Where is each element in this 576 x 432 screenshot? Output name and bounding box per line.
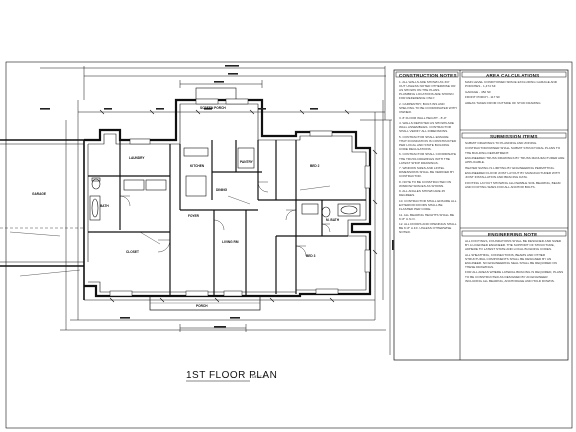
submission-item: ENGINEERED FLOOR JOIST LAYOUT BY MANUFAC… bbox=[465, 171, 560, 180]
construction-item: 6. CONTRACTOR SHALL COORDINATE THE TRUSS… bbox=[399, 152, 457, 165]
room-label-porch: PORCH bbox=[196, 304, 208, 308]
submission-item: ENGINEERED TRUSS DRAWINGS BY TRUSS MANUF… bbox=[465, 156, 565, 165]
construction-item: 2. CARPENTRY, BUILT-INS AND SHELVING TO … bbox=[399, 101, 457, 115]
room-label-dining: DINING bbox=[216, 188, 228, 192]
construction-item: 7. WINDOW SIZES AND LINTEL DIMENSIONS SH… bbox=[399, 166, 455, 179]
sheet-border bbox=[5, 61, 573, 429]
rear-stoop bbox=[195, 87, 237, 101]
construction-notes-body: 1. ALL WALLS ARE SHOWN AS 3/4" OUT UNLES… bbox=[399, 80, 457, 358]
room-label-laundry: LAUNDRY bbox=[129, 156, 145, 160]
leader-lines bbox=[9, 185, 331, 277]
room-label-bed2: BED 2 bbox=[310, 164, 320, 168]
room-label-pantry: PANTRY bbox=[240, 160, 253, 164]
construction-item: 10. CONTRACTOR SHALL ENSURE ALL EXTERIOR… bbox=[399, 198, 457, 212]
area-item: AREAS TAKEN FROM OUTSIDE OF STUD FRAMING bbox=[465, 100, 541, 105]
submission-item: HEATER SIZING IS LIMITING BY ENGINEERING… bbox=[465, 165, 555, 170]
engineering-item: ALL FOOTINGS, FOUNDATIONS SHALL BE DESIG… bbox=[465, 239, 562, 252]
submission-items-title: SUBMISSION ITEMS bbox=[490, 133, 538, 139]
construction-item: 3. 8' FLOOR WALL HEIGHT - 8'-0" bbox=[399, 115, 447, 120]
submission-item: SUBMIT DRAWINGS TO PLANNING AND ZONING. bbox=[465, 141, 538, 145]
submission-item: CONTRACTOR/OWNER SHALL SUBMIT STRUCTURAL… bbox=[465, 146, 561, 155]
room-label-foyer: FOYER bbox=[188, 214, 199, 218]
plumbing-fixtures bbox=[89, 147, 361, 221]
submission-items-body: SUBMIT DRAWINGS TO PLANNING AND ZONING.C… bbox=[465, 141, 565, 226]
engineering-note-title: ENGINEERING NOTE bbox=[488, 231, 538, 237]
room-label-bath: BATH bbox=[100, 204, 109, 208]
room-label-kitchen: KITCHEN bbox=[190, 164, 205, 168]
room-label-closet: CLOSET bbox=[126, 250, 139, 254]
area-item: FRONT PORCH - 117 SF bbox=[465, 95, 501, 100]
room-label-living: LIVING RM bbox=[222, 240, 239, 244]
construction-item: 8. NOTE TO BE CONSTRUCTED ON WINDOW SPAC… bbox=[399, 179, 452, 188]
exterior-walls bbox=[84, 98, 372, 298]
dimension-lines bbox=[40, 66, 392, 355]
construction-item: 5. CONTRACTOR SHALL ENSURE THAT FOUNDATI… bbox=[399, 134, 457, 151]
construction-item: 9. ALL ANGLES SHOWN ARE 45 DEGREES. bbox=[399, 189, 445, 198]
construction-item: 1. ALL WALLS ARE SHOWN AS 3/4" OUT UNLES… bbox=[399, 80, 456, 101]
room-label-garage: GARAGE bbox=[32, 192, 46, 196]
room-label-bed3: BED 3 bbox=[306, 254, 316, 258]
engineering-item: FOR ALL AREAS WHERE LATERAL BRACING IS R… bbox=[465, 270, 564, 283]
door-swings bbox=[119, 181, 331, 257]
area-calculations-title: AREA CALCULATIONS bbox=[486, 72, 540, 78]
submission-item: FOOTING LAYOUT SHOWING ALLOWABLE SOIL BE… bbox=[465, 180, 561, 189]
notes-column-frame bbox=[393, 69, 569, 361]
interior-walls bbox=[88, 140, 366, 296]
area-item: MAIN LEVEL CONDITIONED SPACE EXCLUDING G… bbox=[465, 80, 557, 89]
room-label-master-bath: M. BATH bbox=[326, 218, 340, 222]
engineering-note-body: ALL FOOTINGS, FOUNDATIONS SHALL BE DESIG… bbox=[465, 239, 565, 358]
construction-notes-title: CONSTRUCTION NOTES bbox=[399, 72, 457, 78]
construction-item: 11. ALL BEARING HEIGHTS SHALL BE 6'-8" U… bbox=[399, 212, 455, 221]
scale-note: 1/4"=1'-0" bbox=[252, 375, 266, 379]
construction-item: 4. WALLS DEPICTED AS SHOWN ARE WALL ASSE… bbox=[399, 121, 454, 134]
engineering-item: ALL SHEATHING, CONNECTIONS, BEAMS AND OT… bbox=[465, 252, 557, 269]
construction-item: 12. ALL DOORS AND OPENINGS SHALL BE 6'-8… bbox=[399, 222, 457, 235]
drawing-title: 1ST FLOOR PLAN bbox=[186, 370, 278, 381]
room-label-screen-porch: SCREEN PORCH bbox=[200, 106, 226, 110]
area-calculations-body: MAIN LEVEL CONDITIONED SPACE EXCLUDING G… bbox=[465, 80, 565, 128]
garage-walls bbox=[0, 139, 89, 300]
area-item: GARAGE - 452 SF bbox=[465, 89, 491, 94]
windows bbox=[109, 98, 371, 297]
